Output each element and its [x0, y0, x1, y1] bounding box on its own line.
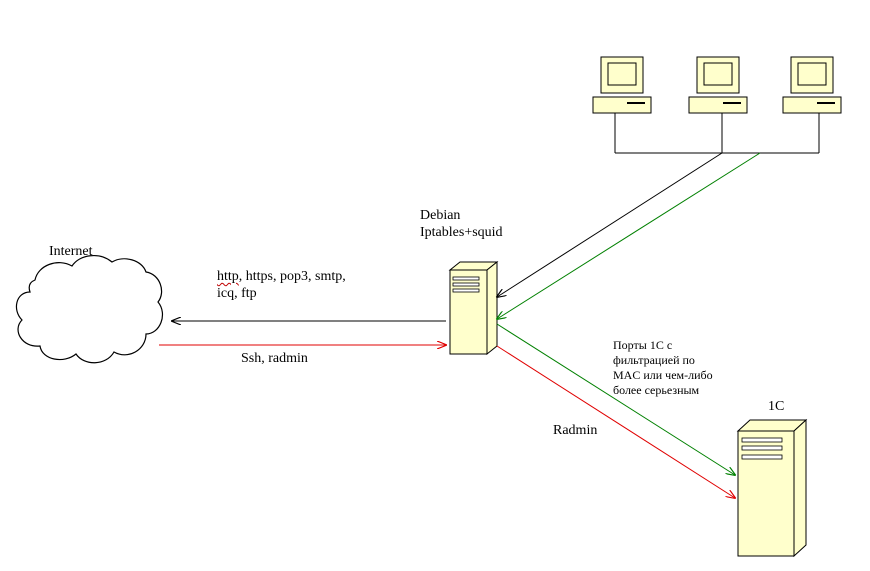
debian-server-icon	[448, 260, 499, 356]
radmin-label: Radmin	[553, 423, 598, 438]
ports-1c-line3: MAC или чем-либо	[613, 368, 713, 382]
ports-1c-line1: Порты 1С с	[613, 338, 673, 352]
inbound-protocols-label: Ssh, radmin	[241, 351, 308, 366]
server-1c-icon	[736, 418, 808, 558]
workstation-icon	[782, 56, 842, 114]
workstation-icon	[688, 56, 748, 114]
debian-label-line2: Iptables+squid	[420, 225, 503, 240]
outbound-protocols-rest: , https, pop3, smtp,	[238, 269, 346, 284]
internet-cloud-icon	[15, 255, 163, 364]
ports-1c-line2: фильтрацией по	[613, 353, 695, 367]
lan-to-debian-arrow	[497, 152, 723, 297]
lan-bus	[614, 113, 820, 154]
internet-label: Internet	[49, 244, 93, 259]
server-1c-label: 1C	[768, 399, 785, 414]
workstation-icon	[592, 56, 652, 114]
outbound-protocols-http: http	[217, 269, 239, 284]
debian-to-1c-green-arrow	[496, 323, 735, 475]
outbound-protocols-line2: icq, ftp	[217, 286, 257, 301]
outbound-protocols-line1: http, https, pop3, smtp,	[217, 268, 346, 285]
debian-label: Debian Iptables+squid	[420, 207, 503, 241]
ports-1c-line4: более серьезным	[613, 383, 700, 397]
ports-1c-label: Порты 1С с фильтрацией по MAC или чем-ли…	[613, 338, 713, 398]
outbound-protocols-label: http, https, pop3, smtp, icq, ftp	[217, 268, 346, 302]
debian-to-1c-red-arrow	[496, 345, 735, 498]
lan-to-debian-green-arrow	[497, 152, 761, 319]
debian-label-line1: Debian	[420, 208, 461, 223]
